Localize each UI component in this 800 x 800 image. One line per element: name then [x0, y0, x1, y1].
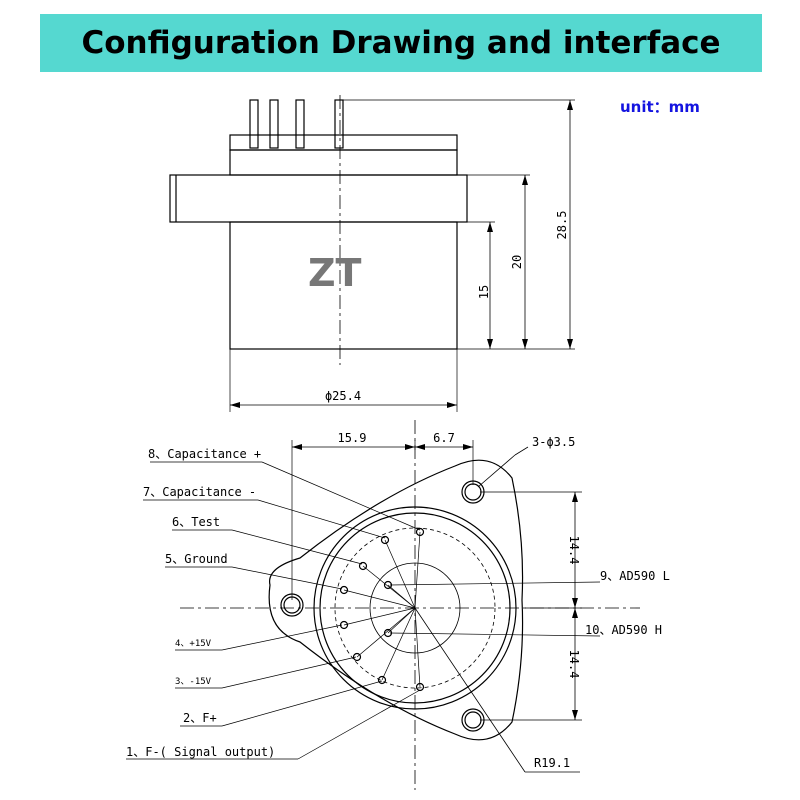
dim-height-28-5: 28.5 — [555, 211, 569, 240]
pin-label-1: 1、F-( Signal output) — [126, 745, 275, 759]
dim-holes: 3-ϕ3.5 — [532, 435, 575, 449]
bottom-view-arrows — [292, 444, 578, 720]
dim-height-20: 20 — [510, 255, 524, 269]
pin-label-3: 3、-15V — [175, 677, 212, 687]
dim-height-15: 15 — [477, 285, 491, 299]
dim-radius: R19.1 — [534, 756, 570, 770]
dim-diameter: ϕ25.4 — [325, 389, 361, 403]
pin-label-2: 2、F+ — [183, 711, 217, 725]
pin-label-4: 4、+15V — [175, 639, 212, 649]
dim-14-4-top: 14.4 — [567, 536, 581, 565]
pin-label-9: 9、AD590 L — [600, 569, 670, 583]
title-banner: Configuration Drawing and interface — [40, 14, 762, 72]
pin-label-7: 7、Capacitance - — [143, 485, 256, 499]
pin-label-10: 10、AD590 H — [585, 623, 662, 637]
page-title: Configuration Drawing and interface — [81, 25, 721, 61]
side-view-arrows — [230, 100, 573, 408]
brand-mark: ZT — [308, 251, 362, 295]
pin-label-5: 5、Ground — [165, 552, 228, 566]
unit-label: unit：mm — [620, 98, 700, 116]
pin-holes — [339, 527, 425, 692]
bottom-view-outline — [126, 420, 640, 790]
dim-15-9: 15.9 — [338, 431, 367, 445]
pin-label-8: 8、Capacitance + — [148, 447, 261, 461]
dim-14-4-bottom: 14.4 — [567, 650, 581, 679]
dim-6-7: 6.7 — [433, 431, 455, 445]
pin-label-6: 6、Test — [172, 515, 220, 529]
side-view-outline — [169, 95, 575, 412]
